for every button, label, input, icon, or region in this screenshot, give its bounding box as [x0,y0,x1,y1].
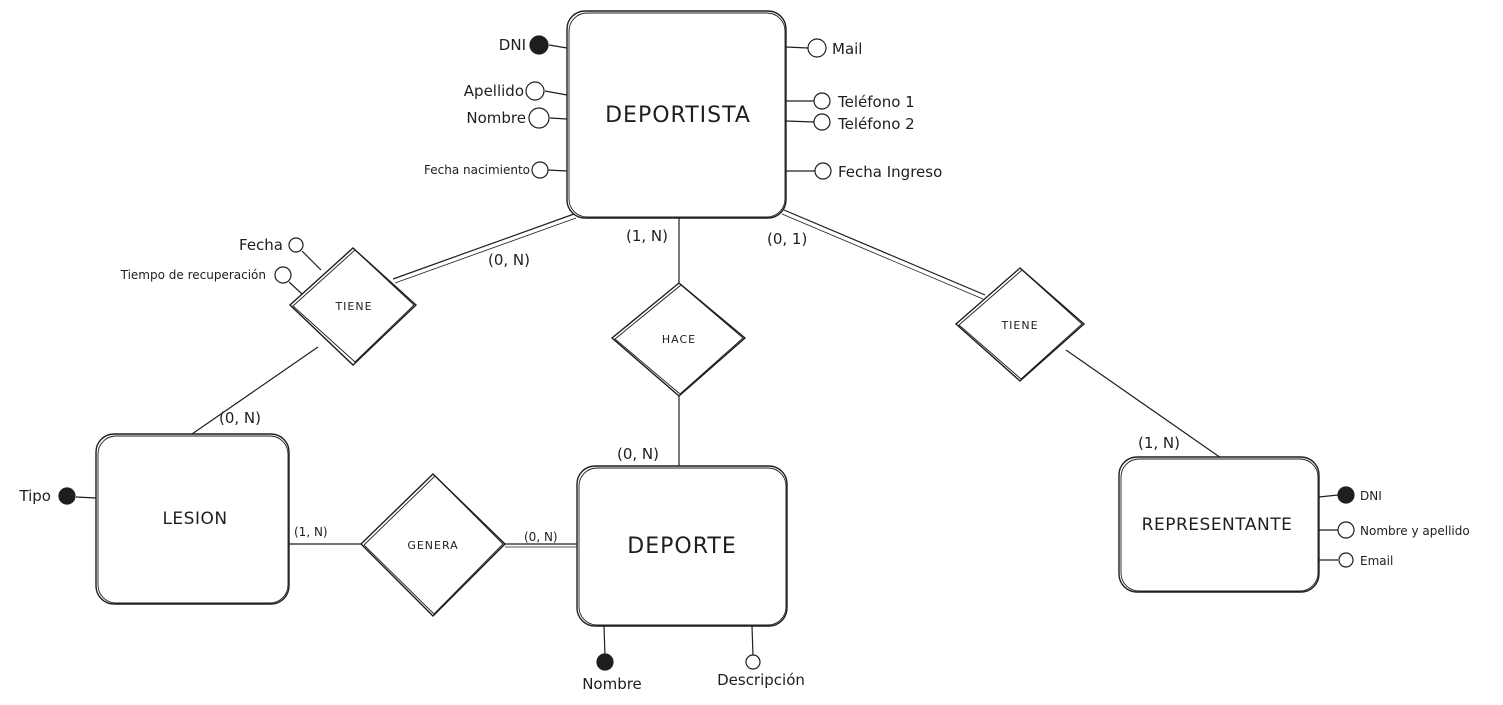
entity-deporte[interactable]: DEPORTE [576,465,788,627]
attribute-circle-icon [813,92,831,110]
cardinality-deportista-tiene: (0, N) [488,251,530,269]
relationship-genera-title: GENERA [407,539,458,552]
svg-text:Teléfono 1: Teléfono 1 [837,93,915,111]
svg-text:Nombre: Nombre [466,109,526,127]
key-attribute-icon [596,653,614,671]
attr-tiene-fecha: Fecha [239,236,322,271]
cardinality-deportista-hace: (1, N) [626,227,668,245]
svg-text:Fecha Ingreso: Fecha Ingreso [838,163,942,181]
cardinality-representante-tiene: (1, N) [1138,434,1180,452]
attribute-circle-icon [274,266,292,284]
entity-deportista[interactable]: DEPORTISTA [566,10,787,219]
attr-deportista-telefono2: Teléfono 2 [785,113,915,133]
attr-deportista-nombre: Nombre [466,107,568,129]
entity-lesion[interactable]: LESION [95,433,290,605]
connector-lines [191,209,1222,548]
relationship-hace[interactable]: HACE [610,282,747,397]
svg-text:Tipo: Tipo [18,487,51,505]
attr-deportista-mail: Mail [785,38,862,58]
entity-deportista-title: DEPORTISTA [605,103,751,128]
cardinality-lesion-genera: (1, N) [294,525,328,539]
relationship-tiene-lesion-title: TIENE [334,300,372,313]
relationship-tiene-representante[interactable]: TIENE [954,267,1086,382]
attribute-circle-icon [814,162,832,180]
attribute-circle-icon [1337,521,1355,539]
cardinality-deporte-genera: (0, N) [524,530,558,544]
cardinality-deportista-tiene-rep: (0, 1) [767,230,807,248]
attribute-circle-icon [531,161,549,179]
attr-tiene-tiempo-recuperacion: Tiempo de recuperación [120,266,303,295]
relationship-genera[interactable]: GENERA [360,473,506,617]
relationship-tiene-representante-title: TIENE [1000,319,1038,332]
svg-text:Tiempo de recuperación: Tiempo de recuperación [120,268,266,282]
svg-text:Nombre y apellido: Nombre y apellido [1360,524,1470,538]
key-attribute-icon [1337,486,1355,504]
attr-representante-dni: DNI [1318,486,1382,504]
entity-representante-title: REPRESENTANTE [1142,515,1293,535]
svg-text:Nombre: Nombre [582,675,642,693]
cardinality-lesion-tiene: (0, N) [219,409,261,427]
cardinality-labels: (0, N) (1, N) (0, 1) (0, N) (0, N) (1, N… [219,227,1180,544]
key-attribute-icon [529,35,549,55]
attribute-circle-icon [525,81,545,101]
attr-representante-nombre-apellido: Nombre y apellido [1319,521,1470,539]
attribute-circle-icon [288,237,304,253]
svg-text:Teléfono 2: Teléfono 2 [837,115,915,133]
svg-text:DNI: DNI [1360,489,1382,503]
attr-representante-email: Email [1319,552,1393,568]
attr-deporte-descripcion: Descripción [717,625,805,689]
attribute-circle-icon [807,38,827,58]
attr-deportista-fecha-ingreso: Fecha Ingreso [786,162,942,181]
attribute-circle-icon [1338,552,1354,568]
svg-text:Fecha nacimiento: Fecha nacimiento [424,163,530,177]
attr-deportista-fecha-nacimiento: Fecha nacimiento [424,161,568,179]
attribute-circle-icon [528,107,550,129]
relationship-tiene-lesion[interactable]: TIENE [288,247,418,366]
svg-text:Mail: Mail [832,40,862,58]
attr-deporte-nombre: Nombre [582,625,642,693]
entity-deporte-title: DEPORTE [627,534,736,559]
svg-text:Descripción: Descripción [717,671,805,689]
attr-deportista-dni: DNI [499,35,568,55]
attr-deportista-apellido: Apellido [464,81,568,101]
attr-lesion-tipo: Tipo [18,487,97,505]
attr-deportista-telefono1: Teléfono 1 [786,92,915,111]
key-attribute-icon [58,487,76,505]
attribute-circle-icon [813,113,831,131]
entity-lesion-title: LESION [162,509,227,529]
svg-text:DNI: DNI [499,36,526,54]
cardinality-deporte-hace: (0, N) [617,445,659,463]
svg-text:Apellido: Apellido [464,82,524,100]
svg-text:Email: Email [1360,554,1393,568]
attribute-circle-icon [745,654,761,670]
entity-representante[interactable]: REPRESENTANTE [1118,456,1320,593]
relationship-hace-title: HACE [662,333,696,346]
svg-text:Fecha: Fecha [239,236,283,254]
